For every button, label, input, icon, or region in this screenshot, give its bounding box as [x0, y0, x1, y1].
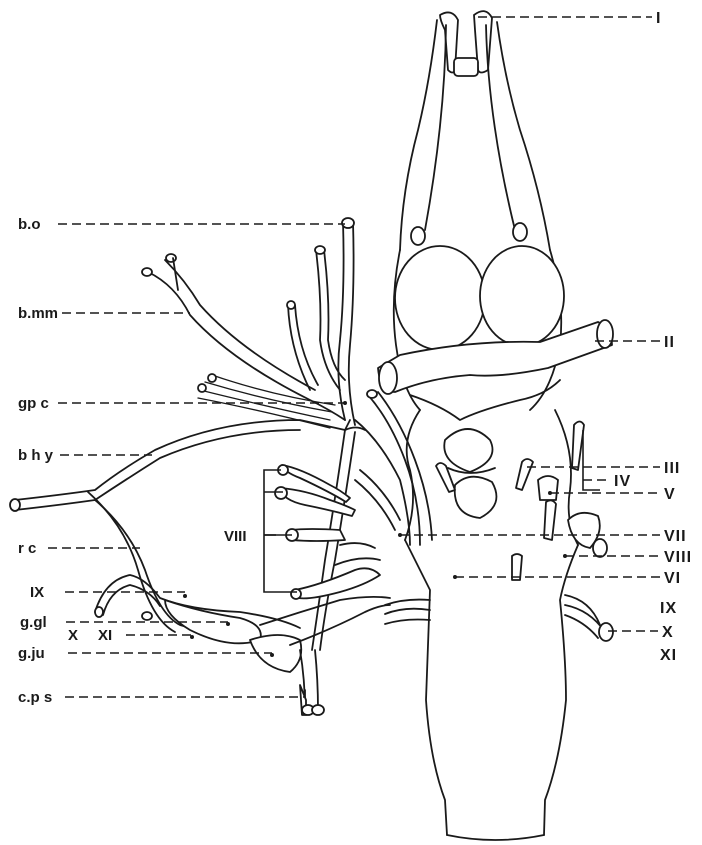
label-gp-c: gp c — [18, 395, 49, 412]
label-b-mm: b.mm — [18, 305, 58, 322]
label-b-o: b.o — [18, 216, 41, 233]
label-nerve-viii-left: VIII — [224, 528, 247, 545]
brain-outline — [378, 11, 613, 840]
label-nerve-x-right: X — [662, 624, 674, 641]
label-nerve-ii: II — [664, 334, 675, 351]
label-nerve-v: V — [664, 486, 676, 503]
label-nerve-xi-left: XI — [98, 627, 112, 644]
label-b-h-y: b h y — [18, 447, 54, 464]
label-g-ju: g.ju — [18, 645, 45, 662]
label-nerve-vi: VI — [664, 570, 681, 587]
label-nerve-viii-right: VIII — [664, 549, 692, 566]
label-r-c: r c — [18, 540, 36, 557]
label-nerve-x-left: X — [68, 627, 78, 644]
label-nerve-ix-right: IX — [660, 600, 677, 617]
label-g-gl: g.gl — [20, 614, 47, 631]
label-nerve-iii: III — [664, 460, 680, 477]
label-nerve-ix-left: IX — [30, 584, 44, 601]
label-c-p-s: c.p s — [18, 689, 52, 706]
label-nerve-xi-right: XI — [660, 647, 677, 664]
label-nerve-vii: VII — [664, 528, 687, 545]
label-nerve-i: I — [656, 10, 661, 27]
label-nerve-iv: IV — [614, 473, 631, 490]
